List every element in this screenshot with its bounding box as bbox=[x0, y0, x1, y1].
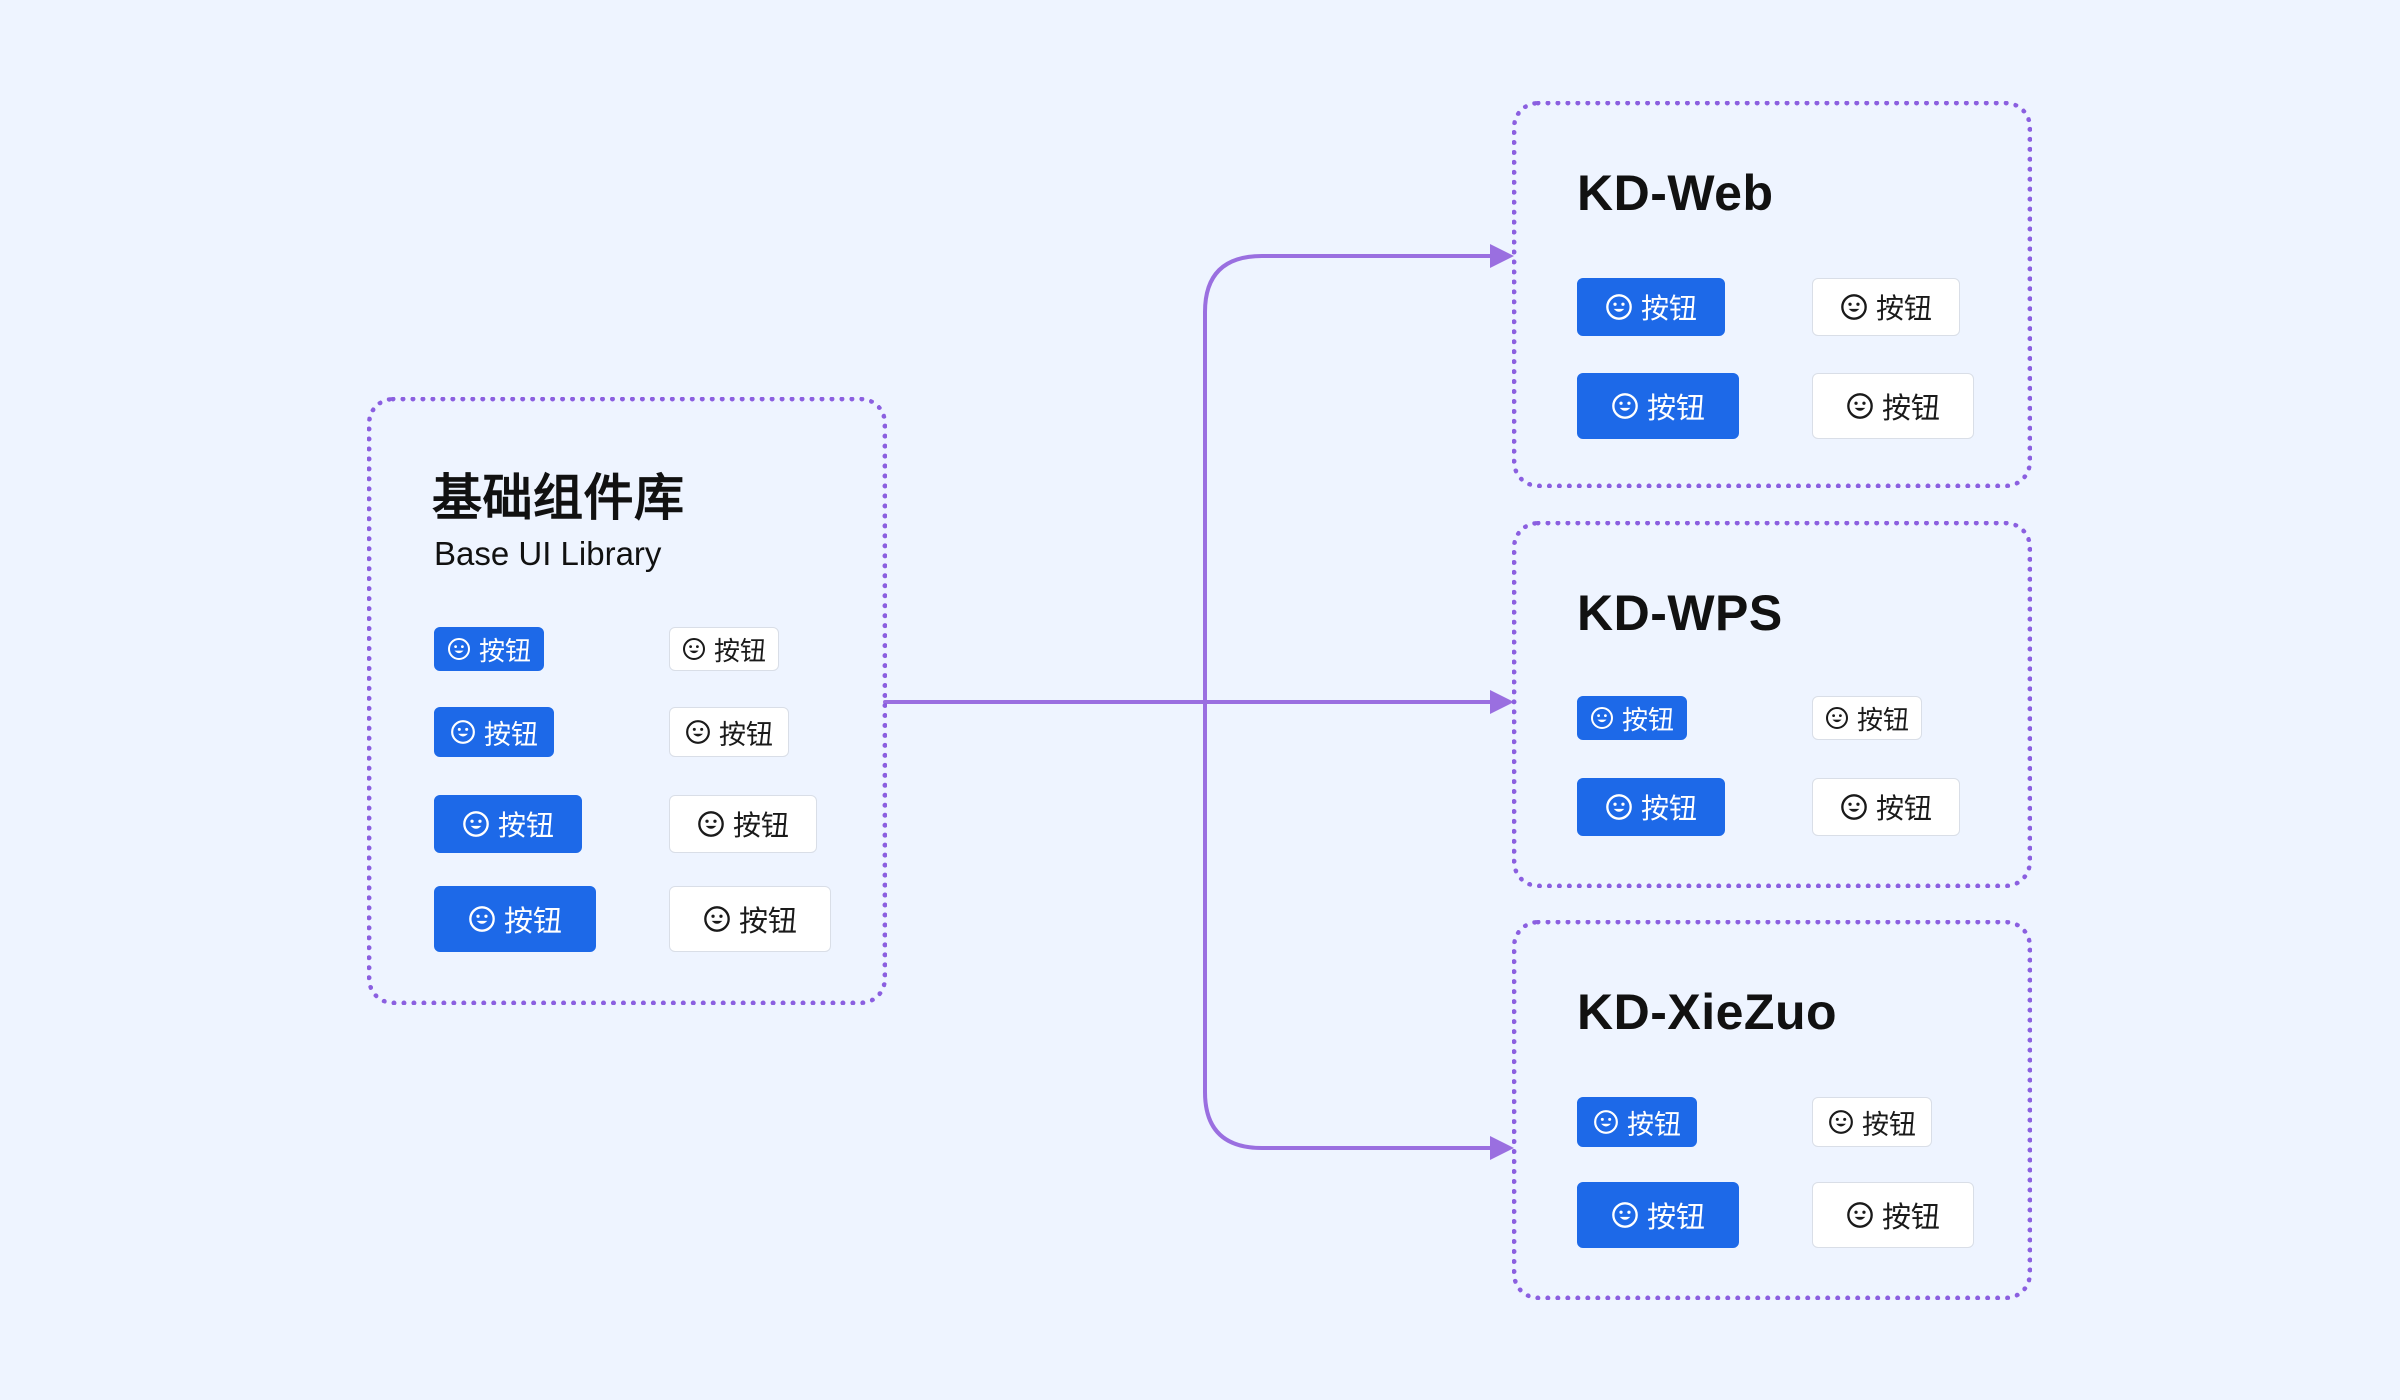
smile-icon bbox=[1590, 706, 1614, 730]
smile-icon bbox=[1825, 706, 1849, 730]
target-box-kd-web: KD-Web 按钮按钮按钮按钮 bbox=[1512, 101, 2032, 488]
button-label: 按钮 bbox=[1640, 292, 1697, 325]
default-button[interactable]: 按钮 bbox=[1812, 696, 1922, 740]
default-button[interactable]: 按钮 bbox=[1812, 1097, 1932, 1147]
base-library-title: 基础组件库 bbox=[432, 470, 685, 526]
button-label: 按钮 bbox=[1875, 792, 1932, 825]
button-label: 按钮 bbox=[1875, 292, 1932, 325]
smile-icon bbox=[1846, 392, 1874, 420]
primary-button[interactable]: 按钮 bbox=[1577, 278, 1725, 336]
default-button[interactable]: 按钮 bbox=[1812, 778, 1960, 836]
default-button[interactable]: 按钮 bbox=[1812, 278, 1960, 336]
primary-button[interactable]: 按钮 bbox=[1577, 696, 1687, 740]
target-box-kd-xiezuo: KD-XieZuo 按钮按钮按钮按钮 bbox=[1512, 920, 2032, 1300]
smile-icon bbox=[697, 810, 725, 838]
button-label: 按钮 bbox=[484, 719, 538, 751]
button-label: 按钮 bbox=[1646, 391, 1705, 425]
smile-icon bbox=[1840, 293, 1868, 321]
connector-branch-top bbox=[1203, 254, 1492, 704]
smile-icon bbox=[1605, 293, 1633, 321]
primary-button[interactable]: 按钮 bbox=[1577, 373, 1739, 439]
primary-button[interactable]: 按钮 bbox=[434, 795, 582, 853]
arrowhead-top bbox=[1490, 244, 1514, 268]
default-button[interactable]: 按钮 bbox=[669, 795, 817, 853]
button-label: 按钮 bbox=[1856, 705, 1909, 736]
button-label: 按钮 bbox=[478, 636, 531, 667]
button-label: 按钮 bbox=[1862, 1109, 1916, 1141]
primary-button[interactable]: 按钮 bbox=[1577, 778, 1725, 836]
default-button[interactable]: 按钮 bbox=[669, 627, 779, 671]
smile-icon bbox=[1611, 392, 1639, 420]
smile-icon bbox=[703, 905, 731, 933]
default-button[interactable]: 按钮 bbox=[669, 886, 831, 952]
primary-button[interactable]: 按钮 bbox=[434, 886, 596, 952]
smile-icon bbox=[1605, 793, 1633, 821]
base-library-subtitle: Base UI Library bbox=[434, 535, 662, 572]
smile-icon bbox=[447, 637, 471, 661]
default-button[interactable]: 按钮 bbox=[1812, 1182, 1974, 1248]
button-label: 按钮 bbox=[1646, 1200, 1705, 1234]
smile-icon bbox=[682, 637, 706, 661]
button-label: 按钮 bbox=[732, 809, 789, 842]
default-button[interactable]: 按钮 bbox=[669, 707, 789, 757]
button-label: 按钮 bbox=[1881, 1200, 1940, 1234]
target-title-kd-xiezuo: KD-XieZuo bbox=[1577, 984, 1838, 1040]
primary-button[interactable]: 按钮 bbox=[1577, 1097, 1697, 1147]
default-button[interactable]: 按钮 bbox=[1812, 373, 1974, 439]
smile-icon bbox=[1846, 1201, 1874, 1229]
button-label: 按钮 bbox=[1627, 1109, 1681, 1141]
button-label: 按钮 bbox=[497, 809, 554, 842]
button-label: 按钮 bbox=[503, 904, 562, 938]
smile-icon bbox=[685, 719, 711, 745]
primary-button[interactable]: 按钮 bbox=[434, 627, 544, 671]
button-label: 按钮 bbox=[1621, 705, 1674, 736]
smile-icon bbox=[1840, 793, 1868, 821]
smile-icon bbox=[1828, 1109, 1854, 1135]
connector-branch-bottom bbox=[1203, 700, 1492, 1150]
arrowhead-middle bbox=[1490, 690, 1514, 714]
smile-icon bbox=[462, 810, 490, 838]
target-title-kd-web: KD-Web bbox=[1577, 165, 1774, 221]
button-label: 按钮 bbox=[719, 719, 773, 751]
smile-icon bbox=[1593, 1109, 1619, 1135]
button-label: 按钮 bbox=[713, 636, 766, 667]
base-library-box: 基础组件库 Base UI Library 按钮按钮按钮按钮按钮按钮按钮按钮 bbox=[367, 397, 887, 1005]
smile-icon bbox=[1611, 1201, 1639, 1229]
target-title-kd-wps: KD-WPS bbox=[1577, 585, 1783, 641]
button-label: 按钮 bbox=[738, 904, 797, 938]
smile-icon bbox=[450, 719, 476, 745]
primary-button[interactable]: 按钮 bbox=[434, 707, 554, 757]
smile-icon bbox=[468, 905, 496, 933]
arrowhead-bottom bbox=[1490, 1136, 1514, 1160]
primary-button[interactable]: 按钮 bbox=[1577, 1182, 1739, 1248]
button-label: 按钮 bbox=[1640, 792, 1697, 825]
target-box-kd-wps: KD-WPS 按钮按钮按钮按钮 bbox=[1512, 521, 2032, 888]
button-label: 按钮 bbox=[1881, 391, 1940, 425]
